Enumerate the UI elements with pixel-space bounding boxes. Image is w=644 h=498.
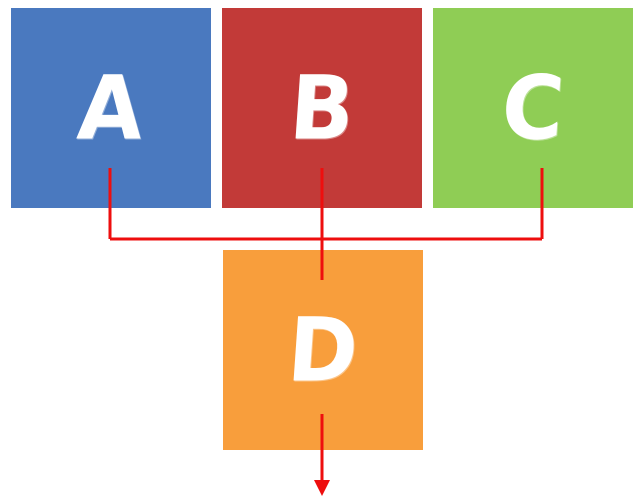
box-a: A bbox=[11, 8, 211, 208]
box-d-label: D bbox=[284, 298, 362, 402]
box-b: B bbox=[222, 8, 422, 208]
box-c: C bbox=[433, 8, 633, 208]
box-c-label: C bbox=[498, 56, 568, 160]
box-b-label: B bbox=[286, 56, 358, 160]
output-arrowhead bbox=[314, 480, 330, 496]
box-a-label: A bbox=[74, 56, 148, 160]
box-d: D bbox=[223, 250, 423, 450]
